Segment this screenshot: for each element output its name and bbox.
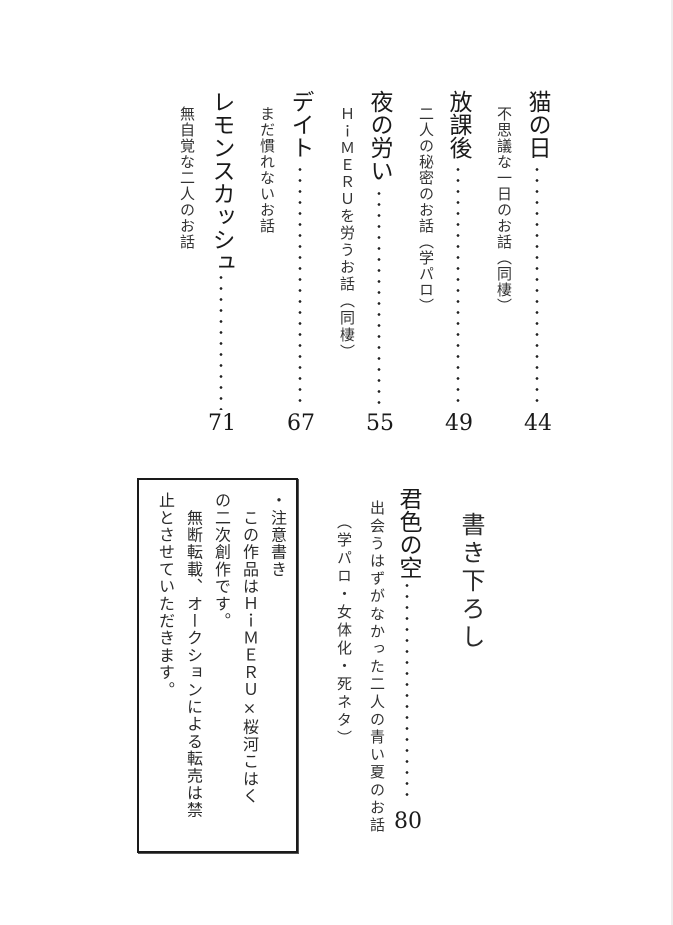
toc-entry-title: レモンスカッシュ: [208, 90, 234, 274]
toc-entry-title: 君色の空: [395, 487, 421, 579]
toc-entry-page: 49: [445, 411, 473, 436]
leader-dots: [456, 164, 460, 410]
leader-dots: [298, 164, 302, 410]
section-heading: 書き下ろし: [457, 512, 485, 652]
toc-entry-title: 放課後: [445, 90, 471, 159]
notice-line: 無断転載、オークションによる転売は禁: [184, 492, 203, 819]
toc-entry-title: 猫の日: [524, 90, 550, 159]
notice-box: ・注意書き この作品はＨｉＭＥＲＵ×桜河こはく の二次創作です。 無断転載、オー…: [137, 478, 298, 853]
leader-dots: [535, 164, 539, 410]
notice-line: この作品はＨｉＭＥＲＵ×桜河こはく: [240, 492, 259, 805]
toc-entry-page: 71: [208, 411, 236, 436]
toc-entry-subtitle: 無自覚な二人のお話: [178, 106, 196, 250]
toc-entry-subtitle: ＨｉＭＥＲＵを労うお話（同棲）: [338, 106, 356, 361]
toc-entry-title: 夜の労い: [366, 90, 392, 182]
toc-entry-subtitle: 不思議な一日のお話（同棲）: [495, 106, 513, 314]
toc-entry-page: 44: [524, 411, 552, 436]
toc-entry-subtitle: 出会うはずがなかった二人の青い夏のお話: [368, 500, 386, 835]
notice-line: ・注意書き: [268, 492, 287, 578]
leader-dots: [405, 580, 409, 800]
toc-entry-page: 80: [394, 809, 422, 834]
toc-entry-tags: （学パロ・女体化・死ネタ）: [335, 514, 353, 748]
toc-entry-subtitle: 二人の秘密のお話（学パロ）: [417, 106, 435, 314]
notice-line: の二次創作です。: [212, 492, 231, 630]
toc-entry-subtitle: まだ慣れないお話: [258, 106, 276, 234]
leader-dots: [377, 188, 381, 410]
leader-dots: [219, 272, 223, 410]
notice-line: 止とさせていただきます。: [156, 492, 175, 699]
toc-entry-page: 67: [287, 411, 315, 436]
toc-entry-page: 55: [366, 411, 394, 436]
toc-entry-title: デイト: [287, 90, 313, 159]
page-edge: [671, 0, 673, 925]
